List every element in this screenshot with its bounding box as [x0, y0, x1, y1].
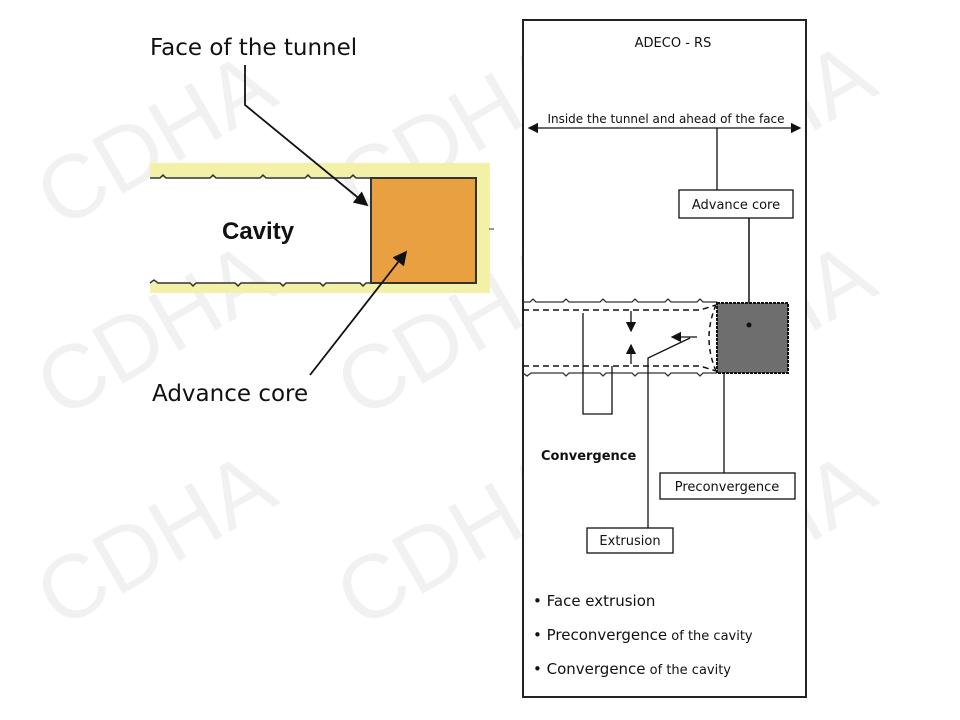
bullet-item: • Face extrusion: [533, 592, 655, 610]
tunnel-top-wall-right: [523, 298, 717, 303]
svg-text:CDHA: CDHA: [20, 33, 291, 247]
ground-band-bottom: [150, 283, 490, 293]
advance-core-box: [678, 189, 794, 219]
preconvergence-box: [659, 472, 796, 500]
left-tunnel-diagram: Face of the tunnel Cavity Advance core: [149, 35, 494, 407]
preconvergence-box-label: Preconvergence: [675, 480, 779, 495]
convergence-label: Convergence: [541, 449, 637, 464]
advance-core-label: Advance core: [152, 381, 308, 407]
bullet-list: • Face extrusion • Preconvergence of the…: [533, 592, 753, 678]
cavity-label: Cavity: [222, 218, 295, 245]
bullet-item: • Preconvergence of the cavity: [533, 626, 753, 644]
zone-label: Inside the tunnel and ahead of the face: [547, 112, 784, 126]
extrusion-leader: [647, 337, 691, 528]
advance-core-box-label: Advance core: [692, 198, 780, 213]
extrusion-box: [586, 527, 674, 554]
face-leader-line: [244, 65, 369, 207]
adeco-rs-panel: ADECO - RS Inside the tunnel and ahead o…: [522, 19, 807, 698]
advance-core-block: [370, 177, 477, 284]
extrusion-box-label: Extrusion: [599, 534, 660, 549]
svg-text:CDHA: CDHA: [20, 433, 291, 647]
face-of-tunnel-label: Face of the tunnel: [150, 35, 357, 61]
panel-title: ADECO - RS: [635, 36, 712, 51]
core-leader-line: [309, 250, 408, 376]
tunnel-bottom-wall: [149, 279, 371, 288]
ground-band-right: [476, 163, 490, 293]
tunnel-bottom-wall-right: [522, 372, 717, 377]
ground-band-top: [150, 163, 490, 178]
bullet-item: • Convergence of the cavity: [533, 660, 731, 678]
convergence-leader: [582, 313, 613, 415]
advance-core-grey: [716, 302, 789, 374]
tunnel-top-wall: [150, 173, 371, 179]
core-dot: [746, 322, 752, 328]
